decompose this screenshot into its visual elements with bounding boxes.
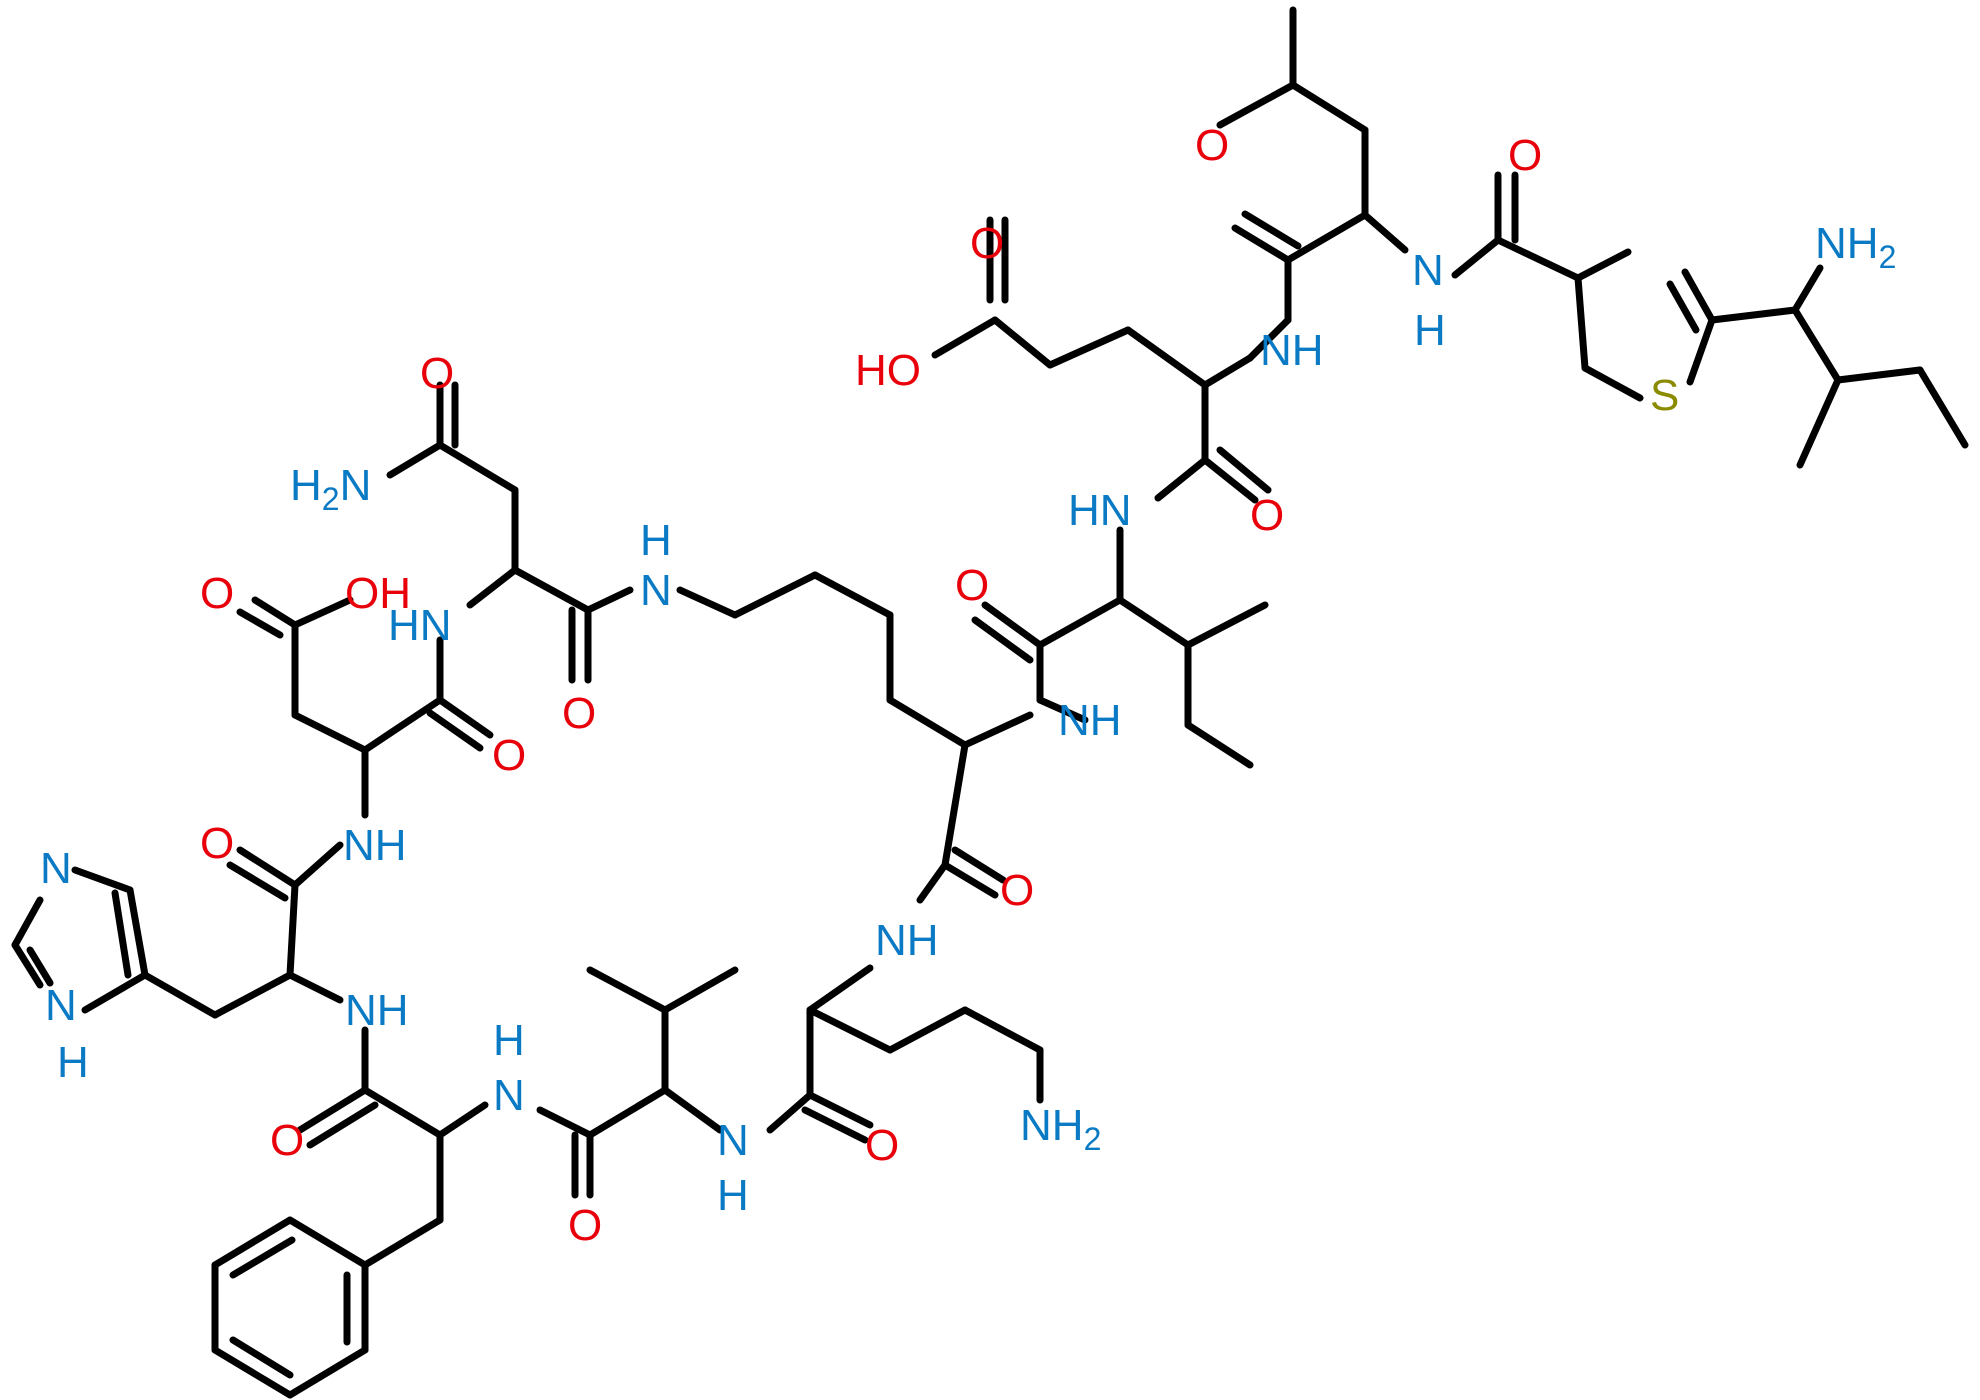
atom-a24: NH xyxy=(343,821,407,870)
atom-a13: O xyxy=(955,561,989,610)
atom-a38: NH2 xyxy=(1020,1101,1101,1157)
atom-a11: HN xyxy=(1068,486,1132,535)
atom-a6: O xyxy=(970,219,1004,268)
atom-a12: O xyxy=(420,349,454,398)
atom-a2: NH2 xyxy=(1815,219,1896,275)
atom-a25: N xyxy=(40,844,72,893)
atom-a23: O xyxy=(200,819,234,868)
bonds xyxy=(11,6,1969,1399)
atom-a31: H xyxy=(493,1016,525,1065)
atom-a27: NH xyxy=(875,916,939,965)
atom-a8: NH xyxy=(1260,326,1324,375)
atom-a18: OH xyxy=(345,569,411,618)
atom-a5: H xyxy=(1414,306,1446,355)
atom-labels: O NH2 O N H O HO NH S O HN O O H2N H N O… xyxy=(40,121,1896,1250)
atom-a34: N xyxy=(717,1116,749,1165)
atom-a22: O xyxy=(492,731,526,780)
atom-a3: O xyxy=(1508,131,1542,180)
atom-a28: N xyxy=(45,981,77,1030)
atom-a26: O xyxy=(1000,866,1034,915)
atom-a33: O xyxy=(270,1116,304,1165)
atom-a17: O xyxy=(200,569,234,618)
atom-a19: HN xyxy=(388,601,452,650)
atom-a21: NH xyxy=(1058,696,1122,745)
atom-a15: H xyxy=(640,516,672,565)
atom-a37: O xyxy=(568,1201,602,1250)
atom-a20: O xyxy=(562,689,596,738)
atom-a16: N xyxy=(640,566,672,615)
atom-a30: NH xyxy=(345,986,409,1035)
atom-a4: N xyxy=(1412,246,1444,295)
atom-a35: H xyxy=(717,1171,749,1220)
atom-a9: S xyxy=(1650,371,1679,420)
atom-a32: N xyxy=(493,1071,525,1120)
atom-a36: O xyxy=(865,1121,899,1170)
atom-a1: O xyxy=(1195,121,1229,170)
atom-a29: H xyxy=(57,1038,89,1087)
atom-a7: HO xyxy=(855,346,921,395)
atom-a10: O xyxy=(1250,491,1284,540)
atom-a14: H2N xyxy=(290,461,371,517)
